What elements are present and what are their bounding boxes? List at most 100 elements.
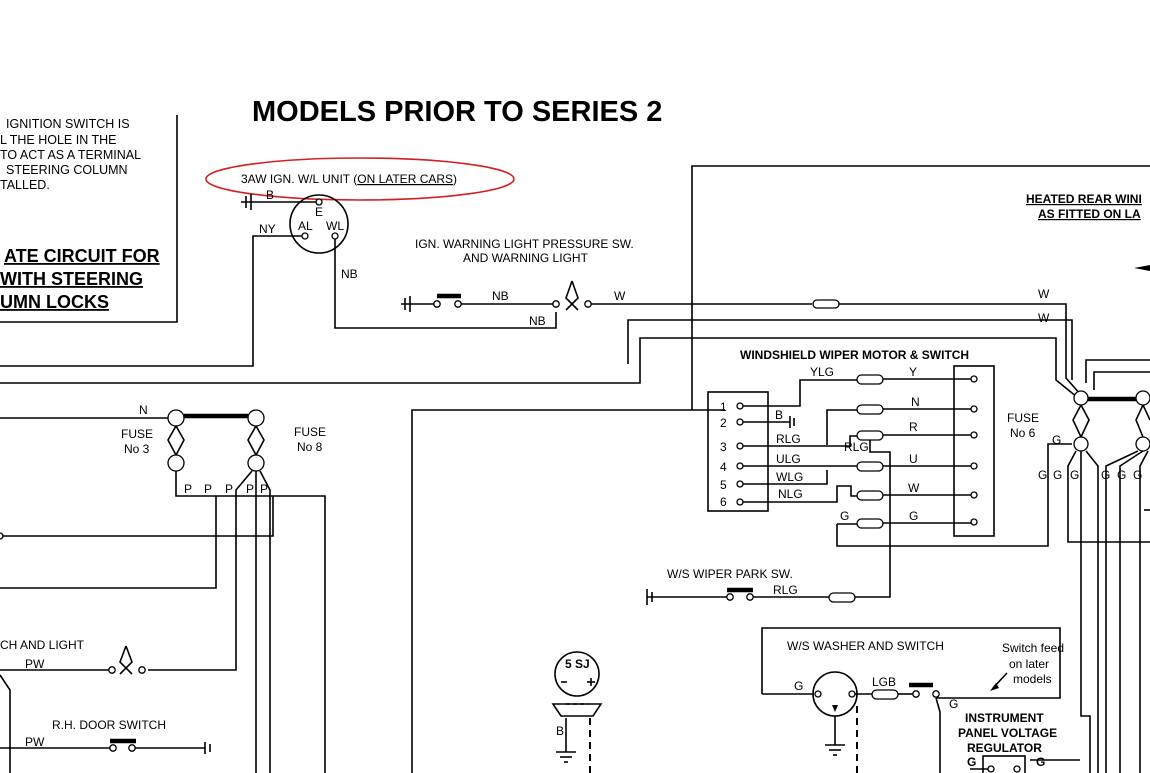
- wire-code: P: [184, 482, 192, 496]
- wire-code: G: [1052, 433, 1061, 447]
- terminal-label: AL: [298, 219, 313, 233]
- svg-text:Switch feed: Switch feed: [1002, 641, 1064, 655]
- steering-lock-note: IGNITION SWITCH IS L THE HOLE IN THE TO …: [0, 115, 178, 323]
- wire-code: U: [909, 452, 918, 466]
- wire-code: G: [1038, 468, 1047, 482]
- terminal-label: WL: [326, 219, 344, 233]
- svg-text:CH AND LIGHT: CH AND LIGHT: [0, 638, 85, 652]
- heated-rear-window-label: HEATED REAR WINI AS FITTED ON LA: [1026, 192, 1150, 271]
- wire-code: G: [949, 697, 958, 711]
- ign-warning-light-unit: 3AW IGN. W/L UNIT (ON LATER CARS) B E AL…: [0, 157, 557, 367]
- wire-code: G: [909, 509, 918, 523]
- svg-text:INSTRUMENT: INSTRUMENT: [965, 711, 1044, 725]
- wire-code: G: [1070, 468, 1079, 482]
- note-line: TALLED.: [0, 178, 50, 192]
- page-title: MODELS PRIOR TO SERIES 2: [252, 96, 662, 128]
- voltage-regulator: INSTRUMENT PANEL VOLTAGE REGULATOR G G: [958, 711, 1080, 773]
- wire-code: W: [614, 289, 626, 303]
- wire-code: B: [266, 188, 274, 202]
- wire-code: G: [1101, 468, 1110, 482]
- wire-code: RLG: [776, 432, 801, 446]
- svg-text:HEATED REAR WINI: HEATED REAR WINI: [1026, 192, 1142, 206]
- wire-code: LGB: [872, 675, 896, 689]
- wire-code: YLG: [810, 365, 834, 379]
- wiper-switch-terminals: 1 2 3 4 5 6: [720, 400, 744, 509]
- wire-code: G: [1053, 468, 1062, 482]
- horn-and-light: CH AND LIGHT PW: [0, 638, 146, 773]
- svg-text:R.H. DOOR SWITCH: R.H. DOOR SWITCH: [52, 718, 166, 732]
- wire-code: WLG: [776, 470, 803, 484]
- component-5sj: 5 SJ B: [551, 651, 603, 773]
- wire-code: B: [556, 724, 564, 738]
- svg-text:PANEL VOLTAGE: PANEL VOLTAGE: [958, 726, 1057, 740]
- wire-code: PW: [25, 735, 45, 749]
- svg-text:models: models: [1013, 672, 1052, 686]
- wire-code: B: [775, 408, 783, 422]
- wiper-park-switch: W/S WIPER PARK SW. RLG: [646, 567, 856, 605]
- ign-unit-label: 3AW IGN. W/L UNIT (ON LATER CARS): [241, 172, 457, 186]
- svg-text:No 3: No 3: [124, 442, 150, 456]
- svg-text:5 SJ: 5 SJ: [565, 657, 590, 671]
- svg-text:FUSE: FUSE: [1007, 411, 1039, 425]
- wire-code: R: [909, 420, 918, 434]
- note-heading: UMN LOCKS: [0, 292, 109, 312]
- wire-code: G: [1117, 468, 1126, 482]
- wire-code: RLG: [773, 583, 798, 597]
- wire-code: N: [911, 395, 920, 409]
- note-line: STEERING COLUMN: [6, 163, 128, 177]
- wire-code: NB: [529, 314, 546, 328]
- wire-code: W: [1038, 311, 1050, 325]
- wire-code: ULG: [776, 452, 801, 466]
- svg-text:REGULATOR: REGULATOR: [967, 741, 1042, 755]
- wire-code: NLG: [778, 487, 803, 501]
- svg-text:2: 2: [720, 416, 727, 430]
- wire-code: NB: [492, 289, 509, 303]
- wire-code: P: [260, 482, 268, 496]
- wire-code: NY: [259, 222, 276, 236]
- wire-code: W: [908, 481, 920, 495]
- wiper-motor-title: WINDSHIELD WIPER MOTOR & SWITCH: [740, 348, 969, 362]
- highlight-ellipse: [205, 157, 515, 201]
- wire-code: P: [204, 482, 212, 496]
- wiper-motor-switch: WINDSHIELD WIPER MOTOR & SWITCH 1 2 3 4 …: [707, 348, 1072, 598]
- feed-wires: W: [0, 165, 1150, 773]
- wire-code: Y: [909, 365, 917, 379]
- svg-text:FUSE: FUSE: [121, 427, 153, 441]
- svg-text:3: 3: [720, 440, 727, 454]
- wire-code: G: [1133, 468, 1142, 482]
- wire-code: N: [139, 403, 148, 417]
- svg-text:6: 6: [720, 495, 727, 509]
- fuse-no-3: N FUSE No 3 P P P P P FUSE No 8: [0, 403, 326, 773]
- svg-text:W/S WASHER AND SWITCH: W/S WASHER AND SWITCH: [787, 639, 944, 653]
- svg-text:on later: on later: [1009, 657, 1049, 671]
- svg-text:W/S WIPER PARK SW.: W/S WIPER PARK SW.: [667, 567, 793, 581]
- svg-text:4: 4: [720, 460, 727, 474]
- wire-code: PW: [25, 657, 45, 671]
- wire-code: G: [794, 679, 803, 693]
- fuse-no-6: FUSE No 6 G G G G G G: [1007, 390, 1150, 773]
- wire-code: NB: [341, 267, 358, 281]
- svg-text:No 8: No 8: [297, 440, 323, 454]
- wire-code: G: [967, 755, 976, 769]
- svg-text:G: G: [1036, 755, 1045, 769]
- washer-and-switch: W/S WASHER AND SWITCH G LGB G Switch fee…: [761, 627, 1064, 773]
- note-line: TO ACT AS A TERMINAL: [0, 148, 141, 162]
- wire-code: W: [1038, 287, 1050, 301]
- pressure-switch-group: IGN. WARNING LIGHT PRESSURE SW. AND WARN…: [401, 237, 1082, 396]
- note-heading: ATE CIRCUIT FOR: [4, 246, 160, 266]
- note-line: IGNITION SWITCH IS: [6, 117, 130, 131]
- wire-code: P: [246, 482, 254, 496]
- terminal-label: E: [315, 205, 323, 219]
- wire-code: P: [225, 482, 233, 496]
- svg-text:AS FITTED ON LA: AS FITTED ON LA: [1038, 207, 1141, 221]
- svg-text:No 6: No 6: [1010, 426, 1036, 440]
- rh-door-switch: R.H. DOOR SWITCH PW: [0, 718, 211, 754]
- note-line: L THE HOLE IN THE: [0, 133, 116, 147]
- svg-text:FUSE: FUSE: [294, 425, 326, 439]
- note-heading: WITH STEERING: [0, 269, 143, 289]
- wire-code: RLG: [844, 440, 869, 454]
- pressure-switch-label: IGN. WARNING LIGHT PRESSURE SW.: [415, 237, 634, 251]
- pressure-switch-label: AND WARNING LIGHT: [463, 251, 589, 265]
- svg-text:5: 5: [720, 478, 727, 492]
